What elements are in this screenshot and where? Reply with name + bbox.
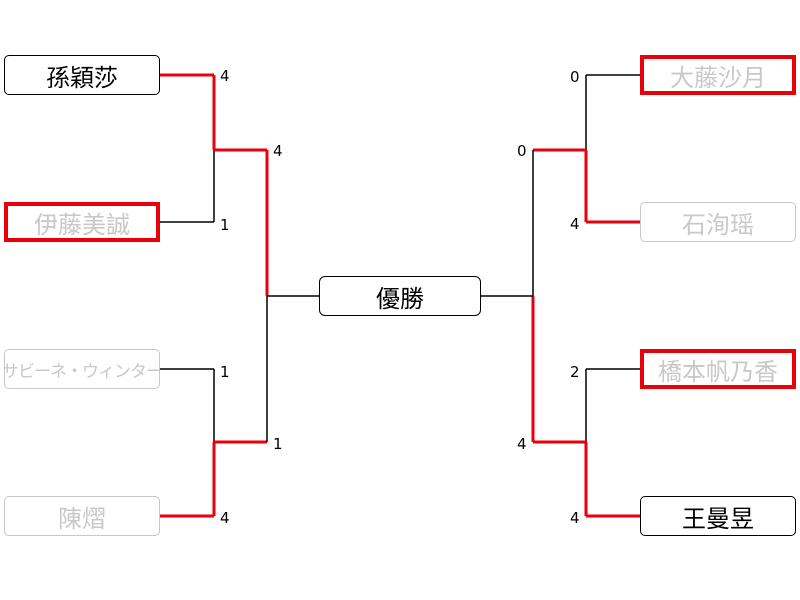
score-left-sf-bottom: 1 [273,435,283,453]
score-right-sf-top: 0 [517,142,527,160]
score-left-r1-m1-top: 4 [220,67,230,85]
player-box-left-3: サビーネ・ウィンター [4,349,160,389]
score-left-sf-top: 4 [273,142,283,160]
score-left-r1-m2-bottom: 4 [220,509,230,527]
player-box-left-4: 陳熠 [4,496,160,536]
champion-box: 優勝 [319,276,481,316]
score-right-sf-bottom: 4 [517,435,527,453]
player-box-right-1: 大藤沙月 [640,55,796,95]
player-box-right-2: 石洵瑶 [640,202,796,242]
score-right-r1-m2-bottom: 4 [570,509,580,527]
player-box-right-4: 王曼昱 [640,496,796,536]
player-box-left-1: 孫穎莎 [4,55,160,95]
player-box-right-3: 橋本帆乃香 [640,349,796,389]
score-right-r1-m1-bottom: 4 [570,215,580,233]
player-box-left-2: 伊藤美誠 [4,202,160,242]
score-right-r1-m2-top: 2 [570,363,580,381]
score-left-r1-m2-top: 1 [220,363,230,381]
score-left-r1-m1-bottom: 1 [220,216,230,234]
score-right-r1-m1-top: 0 [570,68,580,86]
